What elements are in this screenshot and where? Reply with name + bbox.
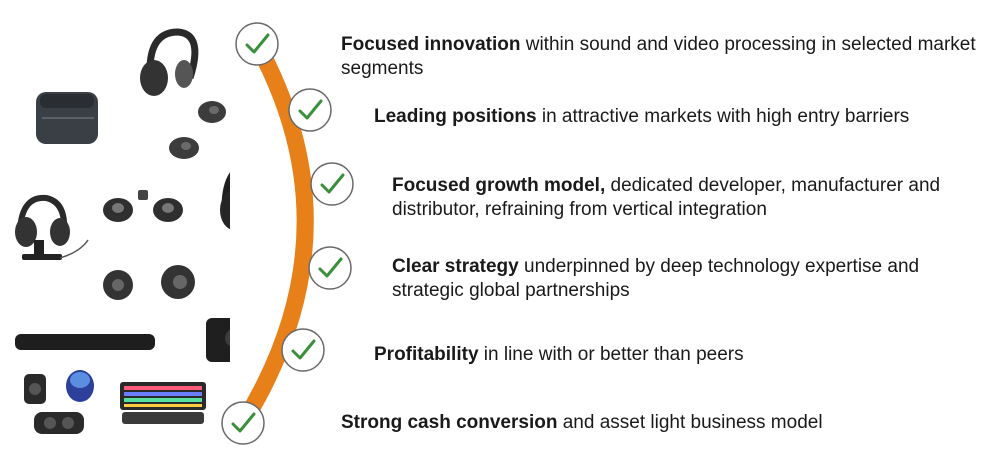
speakers-icon bbox=[24, 370, 94, 434]
product-collage bbox=[15, 28, 230, 434]
check-icon bbox=[235, 22, 279, 66]
earbuds-pair-icon bbox=[103, 265, 195, 300]
over-ear-headphones-icon bbox=[220, 172, 230, 230]
check-icon bbox=[221, 401, 265, 445]
point-bold: Profitability bbox=[374, 344, 479, 365]
headset-stand-icon bbox=[15, 194, 89, 260]
point-text: in line with or better than peers bbox=[478, 344, 744, 365]
check-icon bbox=[288, 88, 332, 132]
point-text: in attractive markets with high entry ba… bbox=[536, 106, 910, 127]
soundbar-icon bbox=[15, 334, 155, 350]
point-bold: Clear strategy bbox=[392, 256, 519, 277]
point-bold: Leading positions bbox=[374, 106, 537, 127]
earbud-icon bbox=[198, 101, 226, 123]
over-ear-headset-icon bbox=[140, 28, 199, 96]
point-bold: Focused innovation bbox=[341, 34, 521, 55]
point-text: dedicated developer, manufacturer and di… bbox=[392, 175, 941, 220]
point-cash-conversion: Strong cash conversion and asset light b… bbox=[341, 411, 981, 435]
orange-arc bbox=[234, 35, 314, 432]
check-icon bbox=[308, 246, 352, 290]
check-icon bbox=[310, 162, 354, 206]
webcam-icon bbox=[206, 318, 230, 362]
point-clear-strategy: Clear strategy underpinned by deep techn… bbox=[392, 255, 992, 303]
point-bold: Focused growth model, bbox=[392, 175, 606, 196]
earbuds-case-icon bbox=[36, 92, 98, 144]
earbud-icon bbox=[169, 137, 199, 159]
point-text: and asset light business model bbox=[557, 412, 823, 433]
point-focused-innovation: Focused innovation within sound and vide… bbox=[341, 33, 981, 81]
earbuds-pair-icon bbox=[103, 190, 183, 222]
point-leading-positions: Leading positions in attractive markets … bbox=[374, 105, 974, 129]
point-growth-model: Focused growth model, dedicated develope… bbox=[392, 174, 992, 222]
point-profitability: Profitability in line with or better tha… bbox=[374, 343, 974, 367]
keyboard-icon bbox=[120, 382, 206, 424]
point-bold: Strong cash conversion bbox=[341, 412, 558, 433]
point-text: within sound and video processing in sel… bbox=[341, 34, 976, 79]
point-text: underpinned by deep technology expertise… bbox=[392, 256, 920, 301]
check-icon bbox=[281, 328, 325, 372]
